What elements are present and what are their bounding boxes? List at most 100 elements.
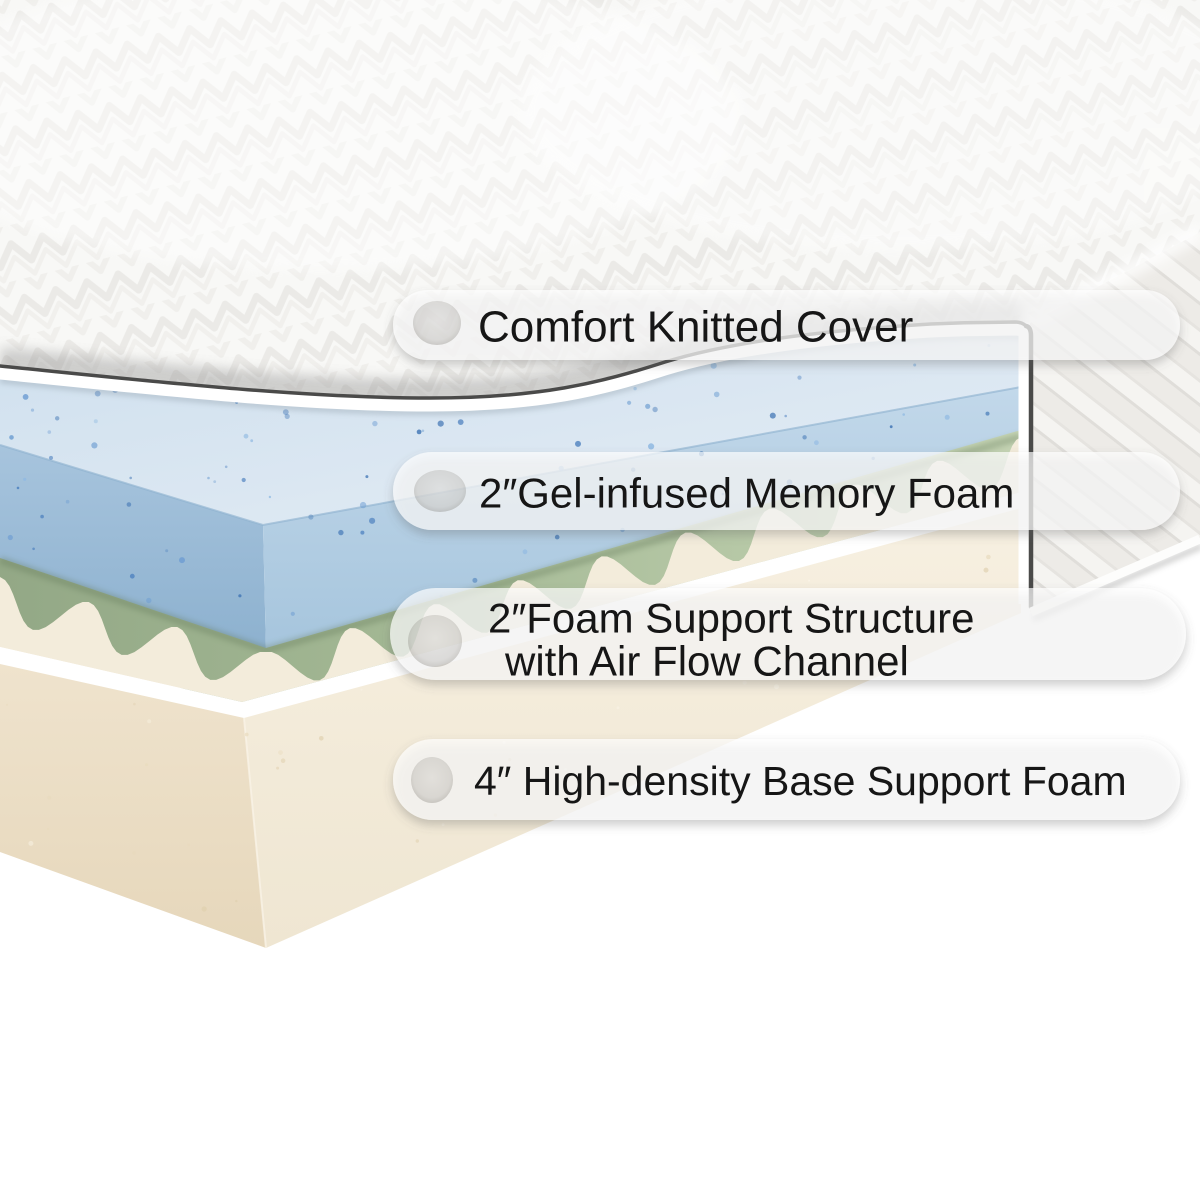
cover-shading — [0, 0, 1200, 398]
label-support-foam-line1: 2″Foam Support Structure — [488, 595, 974, 642]
speckle — [243, 433, 249, 439]
label-pill-gel-foam: 2″Gel-infused Memory Foam — [393, 452, 1180, 530]
label-support-foam-line2: with Air Flow Channel — [504, 638, 909, 685]
speckle — [416, 429, 422, 435]
speckle — [133, 702, 136, 706]
gel-foam-top-face — [0, 332, 1021, 525]
speckle — [23, 477, 27, 481]
pill-background — [393, 739, 1180, 820]
speckle — [6, 703, 8, 706]
speckle — [46, 827, 50, 831]
pill-background — [390, 588, 1186, 680]
speckle — [415, 839, 419, 843]
speckle — [742, 680, 747, 685]
speckle — [360, 688, 363, 691]
pill-hole-icon — [414, 470, 466, 512]
gel-foam-left-face — [0, 445, 266, 650]
speckle — [441, 823, 445, 826]
speckle — [55, 416, 60, 421]
label-pill-support-foam: 2″Foam Support Structure with Air Flow C… — [390, 588, 1186, 685]
speckle — [290, 611, 295, 616]
speckle — [49, 455, 53, 460]
speckle — [902, 413, 905, 416]
speckle — [814, 440, 819, 446]
speckle — [179, 557, 185, 564]
layer-labels: Comfort Knitted Cover 2″Gel-infused Memo… — [390, 290, 1186, 820]
pill-background — [393, 290, 1180, 360]
cover-sheen-highlight-2 — [520, 0, 1200, 250]
speckle — [372, 420, 378, 427]
speckle — [47, 430, 52, 434]
speckle — [93, 419, 98, 424]
speckle — [365, 475, 369, 479]
speckle — [187, 843, 190, 847]
speckle — [238, 594, 242, 598]
speckle — [16, 486, 20, 490]
speckle — [802, 435, 807, 440]
speckle — [319, 736, 324, 741]
speckle — [145, 763, 149, 767]
speckle — [808, 579, 811, 582]
speckle — [207, 476, 210, 480]
speckle — [616, 706, 620, 710]
speckle — [645, 403, 651, 409]
speckle — [146, 597, 152, 604]
speckle — [774, 684, 779, 690]
speckle — [437, 420, 444, 427]
speckle — [235, 899, 238, 903]
label-cover: Comfort Knitted Cover — [478, 303, 913, 352]
speckle — [47, 795, 52, 800]
speckle — [30, 408, 35, 412]
speckle — [224, 465, 228, 469]
speckle — [648, 443, 655, 450]
speckle — [369, 517, 376, 524]
speckle — [276, 766, 280, 770]
speckle — [40, 514, 44, 519]
pill-hole-icon — [413, 301, 461, 345]
label-gel-foam: 2″Gel-infused Memory Foam — [479, 470, 1014, 517]
label-pill-base-foam: 4″ High-density Base Support Foam — [393, 739, 1180, 820]
speckle — [457, 419, 464, 425]
speckle — [575, 440, 581, 447]
speckle — [250, 439, 254, 443]
speckle — [126, 502, 132, 507]
speckle — [129, 476, 132, 480]
speckle — [652, 406, 658, 413]
speckle — [201, 906, 207, 912]
speckle — [889, 425, 893, 429]
speckle — [278, 750, 283, 755]
speckle — [132, 851, 136, 855]
speckle — [280, 758, 286, 763]
speckle — [983, 567, 989, 573]
pill-hole-icon — [411, 757, 453, 803]
speckle — [213, 480, 217, 483]
label-base-foam: 4″ High-density Base Support Foam — [474, 758, 1127, 804]
speckle — [360, 530, 365, 535]
speckle — [554, 534, 560, 540]
speckle — [421, 429, 425, 433]
base-foam-corner-edge — [243, 717, 267, 949]
speckle — [784, 414, 787, 418]
cover-sheen-highlight — [0, 0, 740, 270]
speckle — [284, 413, 290, 419]
speckle — [944, 414, 950, 420]
speckle — [91, 442, 98, 449]
gel-foam-top-edge-line — [0, 386, 1022, 527]
speckle — [9, 435, 14, 440]
speckle — [65, 499, 70, 504]
speckle — [713, 391, 720, 398]
speckle — [165, 549, 169, 553]
speckle — [472, 577, 478, 583]
speckle — [244, 732, 249, 737]
speckle — [913, 363, 917, 367]
speckle — [769, 412, 776, 419]
speckle — [32, 547, 35, 551]
speckle — [797, 375, 802, 380]
pill-hole-icon — [408, 615, 462, 667]
speckle — [241, 477, 246, 483]
speckle — [28, 840, 34, 846]
speckle — [986, 554, 991, 560]
speckle — [129, 573, 135, 579]
